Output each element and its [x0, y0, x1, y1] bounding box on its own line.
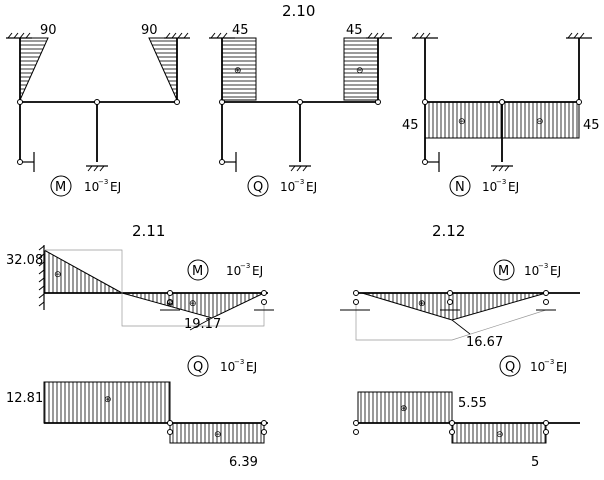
- diagram-label-circle: [187, 355, 209, 377]
- normal-right-value: 45: [583, 118, 600, 133]
- figure-2-12-title: 2.12: [432, 222, 465, 240]
- diagram-label: M: [192, 264, 203, 279]
- unit-exponent: −3: [544, 358, 554, 366]
- positive-sign: ⊕: [104, 395, 112, 405]
- unit-base: 10: [524, 264, 539, 278]
- normal-diagram-2-10: 45 45 ⊖ ⊖ N 10 −3 EJ: [402, 32, 600, 197]
- unit-suffix: EJ: [550, 264, 561, 278]
- positive-sign: ⊕: [400, 404, 408, 414]
- unit-exponent: −3: [538, 262, 548, 270]
- positive-sign: ⊕: [234, 66, 242, 76]
- diagram-label: M: [55, 180, 66, 195]
- shear-diagram-2-12: 5.55 5 ⊕ ⊖ Q 10 −3 EJ: [353, 355, 580, 470]
- unit-suffix: EJ: [556, 360, 567, 374]
- moment-diagram-2-11: 32.08 19.17 ⊖ ⊕ ⊕ M 10 −3 EJ: [6, 245, 274, 332]
- diagram-label: N: [455, 180, 465, 195]
- moment-value: 16.67: [466, 335, 503, 350]
- moment-diagram-2-12: 16.67 ⊕ M 10 −3 EJ: [340, 259, 580, 350]
- unit-exponent: −3: [98, 178, 108, 186]
- diagram-label-circle: [187, 259, 209, 281]
- shear-left-value: 5.55: [458, 396, 487, 411]
- figure-2-10: 2.10: [6, 2, 600, 197]
- unit-exponent: −3: [496, 178, 506, 186]
- unit-base: 10: [482, 180, 497, 194]
- unit-base: 10: [84, 180, 99, 194]
- normal-left-value: 45: [402, 118, 419, 133]
- figure-2-12: 2.12 16.67 ⊕ M 10 −3 EJ: [340, 222, 580, 470]
- positive-sign: ⊕: [166, 299, 174, 309]
- moment-right-value: 90: [141, 23, 158, 38]
- positive-sign: ⊕: [189, 299, 197, 309]
- unit-exponent: −3: [240, 262, 250, 270]
- unit-suffix: EJ: [252, 264, 263, 278]
- unit-exponent: −3: [294, 178, 304, 186]
- unit-base: 10: [280, 180, 295, 194]
- diagram-label: Q: [505, 360, 515, 375]
- unit-suffix: EJ: [508, 180, 519, 194]
- negative-sign: ⊖: [536, 117, 544, 127]
- negative-sign: ⊖: [214, 430, 222, 440]
- negative-sign: ⊖: [458, 117, 466, 127]
- unit-base: 10: [226, 264, 241, 278]
- diagram-label-circle: [449, 175, 471, 197]
- diagram-label-circle: [499, 355, 521, 377]
- moment-diagram-2-10: 90 90 M 10 −3 EJ: [6, 23, 190, 197]
- diagram-label: Q: [193, 360, 203, 375]
- shear-left-value: 45: [232, 23, 249, 38]
- unit-base: 10: [530, 360, 545, 374]
- figure-2-11-title: 2.11: [132, 222, 165, 240]
- fixed-support-icon: [6, 32, 32, 39]
- shear-right-value: 45: [346, 23, 363, 38]
- unit-suffix: EJ: [246, 360, 257, 374]
- negative-sign: ⊖: [54, 270, 62, 280]
- unit-exponent: −3: [234, 358, 244, 366]
- fixed-support-icon: [164, 32, 190, 39]
- moment-right-value: 19.17: [184, 317, 221, 332]
- unit-base: 10: [220, 360, 235, 374]
- shear-diagram-2-10: 45 45 ⊕ ⊖ Q 10 −3 EJ: [209, 23, 392, 197]
- diagram-label-circle: [247, 175, 269, 197]
- diagram-label: Q: [253, 180, 263, 195]
- diagram-label-circle: [50, 175, 72, 197]
- positive-sign: ⊕: [418, 299, 426, 309]
- figure-2-10-title: 2.10: [282, 2, 315, 20]
- unit-suffix: EJ: [110, 180, 121, 194]
- shear-right-value: 5: [531, 455, 539, 470]
- shear-left-value: 12.81: [6, 391, 43, 406]
- negative-sign: ⊖: [356, 66, 364, 76]
- diagram-label-circle: [493, 259, 515, 281]
- shear-right-value: 6.39: [229, 455, 258, 470]
- diagram-label: M: [498, 264, 509, 279]
- shear-diagram-2-11: 12.81 6.39 ⊕ ⊖ Q 10 −3 EJ: [6, 355, 268, 470]
- figure-2-11: 2.11 32.08 19.17 ⊖ ⊕ ⊕ M 10 −3 EJ: [6, 222, 274, 470]
- negative-sign: ⊖: [496, 430, 504, 440]
- unit-suffix: EJ: [306, 180, 317, 194]
- moment-left-value: 32.08: [6, 253, 43, 268]
- moment-left-value: 90: [40, 23, 57, 38]
